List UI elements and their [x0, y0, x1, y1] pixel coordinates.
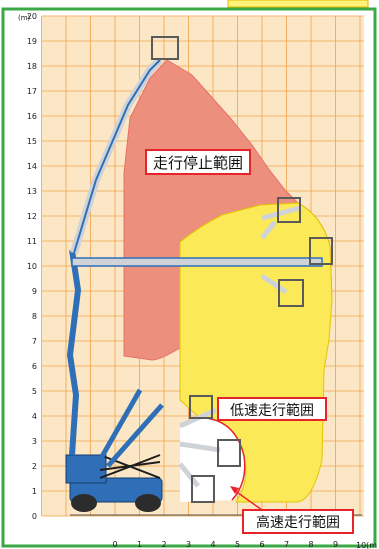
x-tick-label: 0 [112, 540, 117, 549]
high-speed-zone-label: 高速走行範囲 [256, 514, 340, 531]
scissor-riser [99, 454, 161, 479]
y-tick-label: 15 [27, 137, 37, 146]
y-tick-label: 13 [27, 187, 37, 196]
y-tick-label: 2 [32, 462, 37, 471]
high-speed-arrow [233, 489, 263, 511]
y-tick-label: 4 [32, 412, 37, 421]
y-tick-label: 7 [32, 337, 37, 346]
x-tick-label: 3 [186, 540, 191, 549]
mast [66, 249, 82, 456]
y-tick-label: 10 [27, 262, 37, 271]
top-strip [227, 0, 369, 8]
high-speed-zone-boundary [205, 417, 246, 501]
y-tick-label: 20 [27, 12, 37, 21]
main-boom-horizontal [71, 257, 323, 267]
x-tick-label: 7 [284, 540, 289, 549]
x-axis-unit: 10(m [356, 541, 377, 549]
x-axis-ticks: 0 1 2 3 4 5 6 7 8 9 [112, 540, 338, 549]
stop-zone-label-box [145, 149, 251, 175]
x-tick-label: 6 [259, 540, 264, 549]
y-tick-label: 3 [32, 437, 37, 446]
y-tick-label: 18 [27, 62, 37, 71]
main-boom-edge [73, 59, 161, 254]
low-speed-zone-label: 低速走行範囲 [230, 402, 314, 419]
y-tick-label: 14 [27, 162, 37, 171]
low-speed-zone-label-box [217, 397, 327, 421]
y-tick-label: 0 [32, 512, 37, 521]
y-tick-label: 16 [27, 112, 37, 121]
x-tick-label: 9 [333, 540, 338, 549]
wheels [71, 494, 161, 512]
turntable [65, 454, 107, 484]
high-speed-zone-label-box [242, 509, 354, 534]
y-tick-label: 11 [27, 237, 37, 246]
y-tick-label: 5 [32, 387, 37, 396]
x-tick-label: 5 [235, 540, 240, 549]
x-tick-label: 1 [137, 540, 142, 549]
high-speed-arrowhead [230, 486, 239, 494]
y-tick-label: 8 [32, 312, 37, 321]
y-tick-label: 9 [32, 287, 37, 296]
x-tick-label: 8 [308, 540, 313, 549]
y-tick-label: 6 [32, 362, 37, 371]
chassis [69, 477, 163, 503]
y-tick-label: 19 [27, 37, 37, 46]
x-tick-label: 2 [161, 540, 166, 549]
x-tick-label: 4 [210, 540, 215, 549]
y-tick-label: 12 [27, 212, 37, 221]
y-tick-label: 1 [32, 487, 37, 496]
lower-boom [97, 388, 164, 468]
baskets [151, 36, 333, 503]
y-tick-label: 17 [27, 87, 37, 96]
y-axis-unit: (m) [18, 14, 31, 22]
stop-zone-label: 走行停止範囲 [153, 154, 243, 172]
low-speed-zone-area [179, 202, 333, 503]
